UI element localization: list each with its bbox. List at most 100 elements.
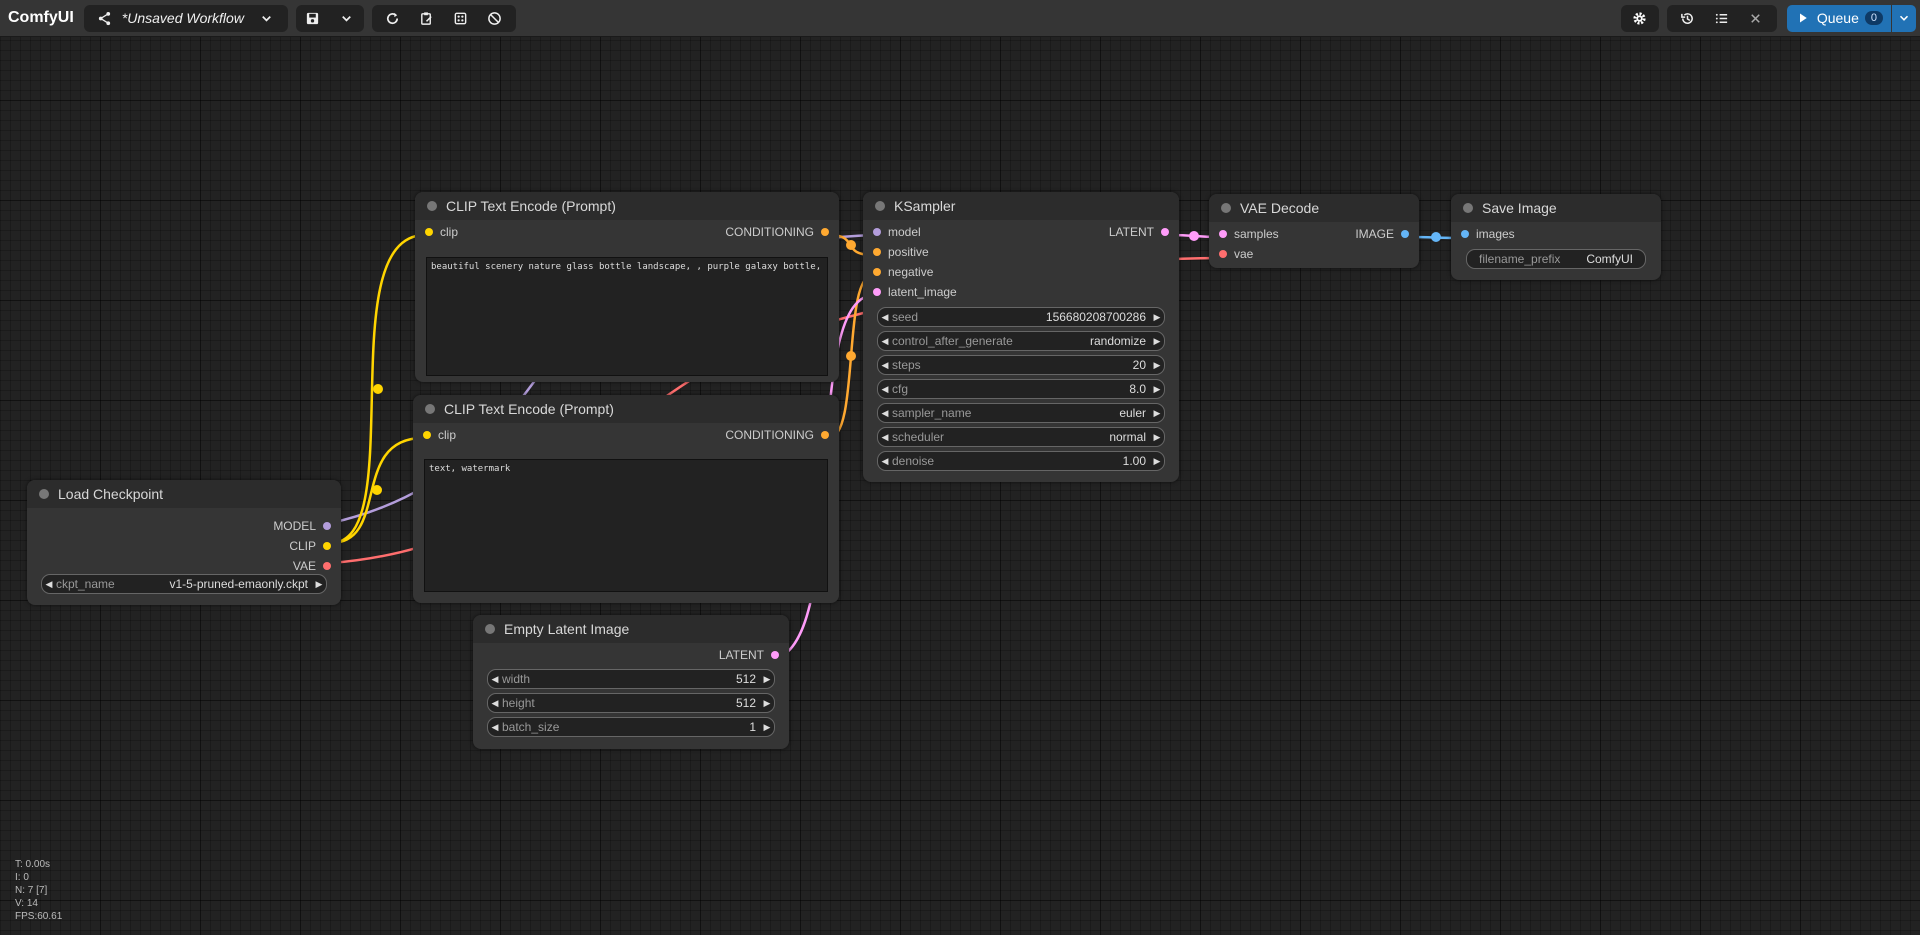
node-title-bar[interactable]: Load Checkpoint — [27, 480, 341, 508]
output-slot-conditioning[interactable]: CONDITIONING — [725, 428, 829, 442]
output-slot-conditioning[interactable]: CONDITIONING — [725, 225, 829, 239]
node-title-bar[interactable]: CLIP Text Encode (Prompt) — [413, 395, 839, 423]
decrement-arrow-icon[interactable]: ◀ — [45, 578, 53, 589]
input-slot-latent-image[interactable]: latent_image — [873, 285, 957, 299]
output-slot-vae[interactable]: VAE — [293, 559, 331, 573]
workflow-name[interactable]: *Unsaved Workflow — [121, 10, 244, 26]
collapse-dot-icon[interactable] — [1463, 203, 1473, 213]
widget-height[interactable]: ◀ height 512 ▶ — [487, 693, 775, 713]
increment-arrow-icon[interactable]: ▶ — [1153, 407, 1161, 418]
decrement-arrow-icon[interactable]: ◀ — [881, 431, 889, 442]
node-empty-latent-image[interactable]: Empty Latent Image LATENT ◀ width 512 ▶ … — [473, 615, 789, 749]
widget-seed[interactable]: ◀ seed 156680208700286 ▶ — [877, 307, 1165, 327]
history-icon[interactable] — [1671, 5, 1705, 32]
increment-arrow-icon[interactable]: ▶ — [763, 673, 771, 684]
increment-arrow-icon[interactable]: ▶ — [763, 721, 771, 732]
cancel-icon[interactable] — [478, 5, 512, 32]
refresh-icon[interactable] — [376, 5, 410, 32]
decrement-arrow-icon[interactable]: ◀ — [881, 335, 889, 346]
slot-dot[interactable] — [821, 431, 829, 439]
slot-dot[interactable] — [1461, 230, 1469, 238]
workflow-tab[interactable]: *Unsaved Workflow — [83, 4, 288, 32]
slot-dot[interactable] — [1401, 230, 1409, 238]
output-slot-latent[interactable]: LATENT — [1109, 225, 1169, 239]
queue-options-button[interactable] — [1892, 4, 1916, 32]
fit-view-icon[interactable] — [444, 5, 478, 32]
save-icon[interactable] — [296, 5, 330, 32]
slot-dot[interactable] — [423, 431, 431, 439]
increment-arrow-icon[interactable]: ▶ — [1153, 383, 1161, 394]
increment-arrow-icon[interactable]: ▶ — [1153, 359, 1161, 370]
slot-dot[interactable] — [323, 542, 331, 550]
node-vae-decode[interactable]: VAE Decode samples IMAGE vae — [1209, 194, 1419, 268]
widget-cfg[interactable]: ◀ cfg 8.0 ▶ — [877, 379, 1165, 399]
slot-dot[interactable] — [873, 288, 881, 296]
output-slot-model[interactable]: MODEL — [273, 519, 331, 533]
input-slot-model[interactable]: model — [873, 225, 921, 239]
widget-denoise[interactable]: ◀ denoise 1.00 ▶ — [877, 451, 1165, 471]
input-slot-images[interactable]: images — [1461, 227, 1515, 241]
prompt-textarea[interactable]: beautiful scenery nature glass bottle la… — [426, 257, 828, 376]
widget-scheduler[interactable]: ◀ scheduler normal ▶ — [877, 427, 1165, 447]
input-slot-samples[interactable]: samples — [1219, 227, 1279, 241]
node-save-image[interactable]: Save Image images filename_prefix ComfyU… — [1451, 194, 1661, 280]
collapse-dot-icon[interactable] — [39, 489, 49, 499]
increment-arrow-icon[interactable]: ▶ — [315, 578, 323, 589]
node-title-bar[interactable]: VAE Decode — [1209, 194, 1419, 222]
node-title-bar[interactable]: Save Image — [1451, 194, 1661, 222]
slot-dot[interactable] — [323, 522, 331, 530]
decrement-arrow-icon[interactable]: ◀ — [491, 721, 499, 732]
decrement-arrow-icon[interactable]: ◀ — [491, 697, 499, 708]
slot-dot[interactable] — [1219, 230, 1227, 238]
node-title-bar[interactable]: KSampler — [863, 192, 1179, 220]
widget-steps[interactable]: ◀ steps 20 ▶ — [877, 355, 1165, 375]
increment-arrow-icon[interactable]: ▶ — [1153, 335, 1161, 346]
node-title-bar[interactable]: Empty Latent Image — [473, 615, 789, 643]
increment-arrow-icon[interactable]: ▶ — [1153, 311, 1161, 322]
widget-sampler-name[interactable]: ◀ sampler_name euler ▶ — [877, 403, 1165, 423]
increment-arrow-icon[interactable]: ▶ — [1153, 455, 1161, 466]
queue-button[interactable]: Queue 0 — [1786, 4, 1891, 32]
chevron-down-icon[interactable] — [330, 5, 364, 32]
chevron-down-icon[interactable] — [250, 5, 284, 32]
increment-arrow-icon[interactable]: ▶ — [763, 697, 771, 708]
input-slot-clip[interactable]: clip — [423, 428, 456, 442]
decrement-arrow-icon[interactable]: ◀ — [881, 311, 889, 322]
node-title-bar[interactable]: CLIP Text Encode (Prompt) — [415, 192, 839, 220]
widget-width[interactable]: ◀ width 512 ▶ — [487, 669, 775, 689]
increment-arrow-icon[interactable]: ▶ — [1153, 431, 1161, 442]
share-icon[interactable] — [88, 5, 122, 32]
widget-filename-prefix[interactable]: filename_prefix ComfyUI — [1466, 249, 1646, 269]
clipboard-edit-icon[interactable] — [410, 5, 444, 32]
collapse-dot-icon[interactable] — [485, 624, 495, 634]
slot-dot[interactable] — [425, 228, 433, 236]
collapse-dot-icon[interactable] — [425, 404, 435, 414]
decrement-arrow-icon[interactable]: ◀ — [881, 455, 889, 466]
slot-dot[interactable] — [1219, 250, 1227, 258]
close-icon[interactable] — [1739, 5, 1773, 32]
gear-icon[interactable] — [1623, 5, 1657, 32]
decrement-arrow-icon[interactable]: ◀ — [881, 407, 889, 418]
node-clip-text-encode-negative[interactable]: CLIP Text Encode (Prompt) clip CONDITION… — [413, 395, 839, 603]
output-slot-clip[interactable]: CLIP — [289, 539, 331, 553]
collapse-dot-icon[interactable] — [1221, 203, 1231, 213]
decrement-arrow-icon[interactable]: ◀ — [881, 359, 889, 370]
input-slot-negative[interactable]: negative — [873, 265, 933, 279]
input-slot-vae[interactable]: vae — [1219, 247, 1253, 261]
collapse-dot-icon[interactable] — [427, 201, 437, 211]
slot-dot[interactable] — [323, 562, 331, 570]
node-clip-text-encode-positive[interactable]: CLIP Text Encode (Prompt) clip CONDITION… — [415, 192, 839, 382]
queue-list-icon[interactable] — [1705, 5, 1739, 32]
slot-dot[interactable] — [873, 248, 881, 256]
slot-dot[interactable] — [873, 268, 881, 276]
output-slot-image[interactable]: IMAGE — [1355, 227, 1409, 241]
slot-dot[interactable] — [873, 228, 881, 236]
collapse-dot-icon[interactable] — [875, 201, 885, 211]
node-ksampler[interactable]: KSampler model LATENT positive negative … — [863, 192, 1179, 482]
slot-dot[interactable] — [771, 651, 779, 659]
output-slot-latent[interactable]: LATENT — [719, 648, 779, 662]
decrement-arrow-icon[interactable]: ◀ — [881, 383, 889, 394]
widget-batch-size[interactable]: ◀ batch_size 1 ▶ — [487, 717, 775, 737]
node-load-checkpoint[interactable]: Load Checkpoint MODEL CLIP VAE ◀ ckpt_na… — [27, 480, 341, 605]
slot-dot[interactable] — [821, 228, 829, 236]
